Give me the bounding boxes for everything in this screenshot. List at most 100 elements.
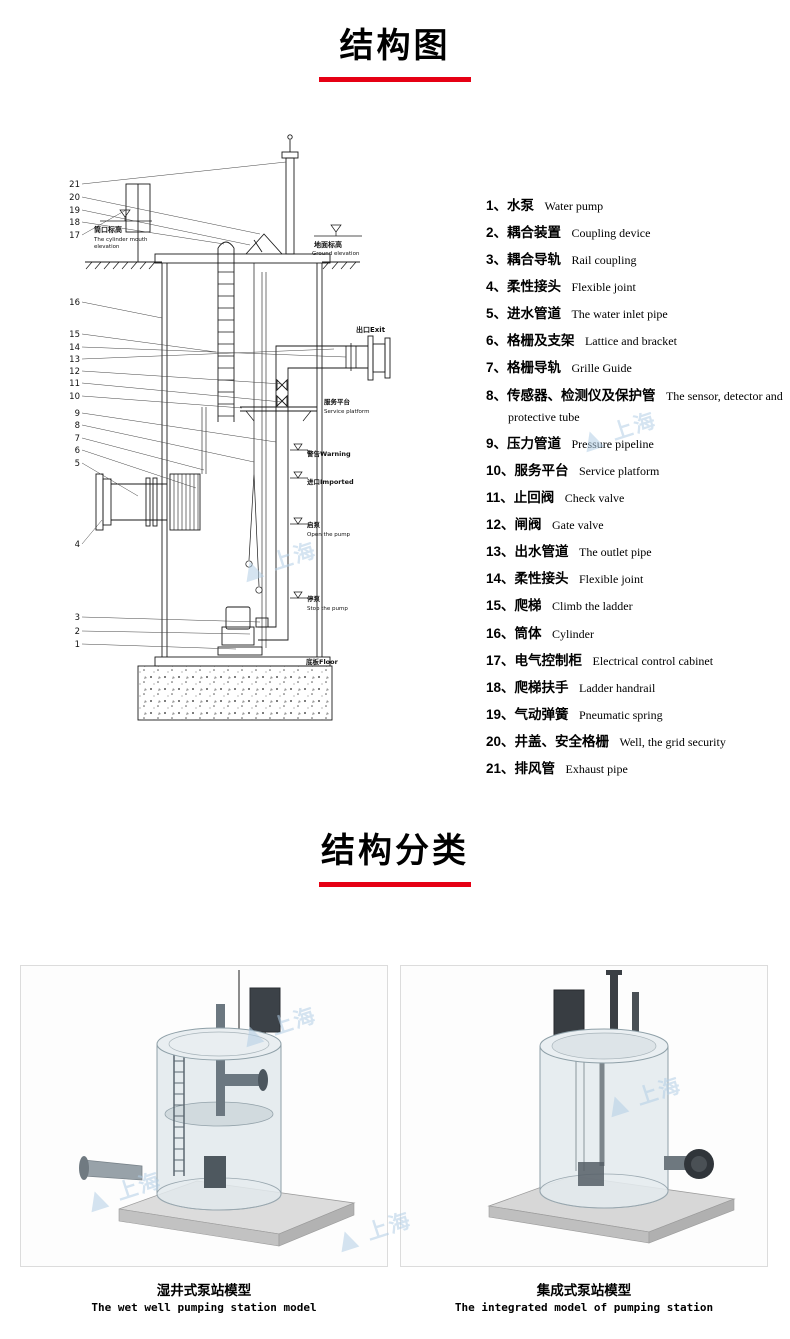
callout-9: 9 bbox=[75, 409, 80, 419]
legend-item-zh: 13、出水管道 bbox=[486, 544, 569, 560]
legend-item: 14、柔性接头 Flexible joint bbox=[486, 568, 786, 589]
legend-item-zh: 19、气动弹簧 bbox=[486, 706, 569, 722]
legend-item: 5、进水管道 The water inlet pipe bbox=[486, 303, 786, 324]
inlet-piping bbox=[95, 473, 167, 531]
legend-item-zh: 1、水泵 bbox=[486, 197, 535, 213]
ann-imported: 进口Imported bbox=[307, 477, 354, 486]
legend-item-en: Well, the grid security bbox=[619, 734, 726, 749]
models-row: 湿井式泵站模型 The wet well pumping station mod… bbox=[0, 965, 790, 1314]
legend-item: 20、井盖、安全格栅 Well, the grid security bbox=[486, 731, 786, 752]
legend-item-zh: 17、电气控制柜 bbox=[486, 652, 583, 668]
legend-item-en: Lattice and bracket bbox=[584, 334, 677, 349]
legend-item-zh: 15、爬梯 bbox=[486, 598, 542, 614]
integrated-model-image bbox=[400, 965, 768, 1267]
pump-station-diagram: 21 20 19 18 17 16 15 14 13 12 11 10 9 8 … bbox=[69, 134, 391, 721]
integrated-model-render bbox=[487, 970, 736, 1244]
callout-2: 2 bbox=[75, 627, 80, 637]
legend-item-en: Check valve bbox=[564, 491, 625, 505]
legend-item-en: Grille Guide bbox=[571, 361, 632, 376]
ladder bbox=[217, 241, 235, 422]
ann-stop-zh: 停泵 bbox=[307, 594, 321, 603]
section-structure: 结构图 bbox=[0, 26, 790, 785]
guide-rails bbox=[261, 271, 267, 648]
legend-item: 3、耦合导轨 Rail coupling bbox=[486, 249, 786, 270]
ann-start-zh: 启泵 bbox=[307, 520, 321, 529]
wet-well-caption-en: The wet well pumping station model bbox=[91, 1301, 317, 1314]
legend-item-zh: 9、压力管道 bbox=[486, 435, 562, 451]
ann-platform-en: Service platform bbox=[324, 409, 369, 415]
outlet-piping bbox=[258, 335, 391, 641]
ann-start-en: Open the pump bbox=[307, 532, 351, 538]
callout-15: 15 bbox=[69, 330, 80, 340]
legend-item: 21、排风管 Exhaust pipe bbox=[486, 758, 786, 779]
legend-item-en: The water inlet pipe bbox=[571, 307, 668, 322]
legend-item-zh: 6、格栅及支架 bbox=[486, 333, 575, 349]
grille-basket bbox=[169, 406, 207, 531]
callout-20: 20 bbox=[69, 193, 80, 203]
callout-16: 16 bbox=[69, 298, 80, 308]
service-platform bbox=[240, 406, 317, 422]
legend-item-en: Climb the ladder bbox=[551, 599, 633, 614]
electrical-cabinet bbox=[125, 183, 151, 262]
legend-item: 13、出水管道 The outlet pipe bbox=[486, 541, 786, 562]
legend-item: 12、闸阀 Gate valve bbox=[486, 514, 786, 535]
classification-title: 结构分类 bbox=[321, 832, 469, 871]
callout-14: 14 bbox=[69, 343, 80, 353]
legend-item-zh: 12、闸阀 bbox=[486, 517, 542, 533]
ann-ground-en: Ground elevation bbox=[312, 251, 360, 257]
legend-item: 10、服务平台 Service platform bbox=[486, 460, 786, 481]
callout-leader-lines bbox=[81, 161, 347, 650]
legend-item-zh: 4、柔性接头 bbox=[486, 279, 562, 295]
exhaust-pipe bbox=[281, 134, 299, 255]
ann-stop-en: Stop the pump bbox=[307, 606, 348, 612]
wet-well-model-image bbox=[20, 965, 388, 1267]
legend-item-en: Exhaust pipe bbox=[565, 762, 628, 777]
wet-well-caption-zh: 湿井式泵站模型 bbox=[156, 1283, 252, 1298]
callout-12: 12 bbox=[69, 367, 80, 377]
callout-18: 18 bbox=[69, 218, 80, 228]
legend-item: 2、耦合装置 Coupling device bbox=[486, 222, 786, 243]
callout-numbers: 21 20 19 18 17 16 15 14 13 12 11 10 9 8 … bbox=[69, 180, 80, 650]
legend-item-en: Pneumatic spring bbox=[578, 707, 663, 722]
legend-item: 9、压力管道 Pressure pipeline bbox=[486, 433, 786, 454]
legend-item-en: Cylinder bbox=[551, 626, 594, 641]
legend-item-zh: 3、耦合导轨 bbox=[486, 252, 562, 268]
callout-5: 5 bbox=[75, 459, 80, 469]
legend-item: 19、气动弹簧 Pneumatic spring bbox=[486, 704, 786, 725]
callout-6: 6 bbox=[75, 446, 80, 456]
foundation-block bbox=[137, 665, 333, 721]
integrated-model-figure: 集成式泵站模型 The integrated model of pumping … bbox=[400, 965, 768, 1314]
legend-item-zh: 16、筒体 bbox=[486, 625, 542, 641]
legend-item-zh: 18、爬梯扶手 bbox=[486, 679, 569, 695]
level-symbols bbox=[100, 209, 362, 599]
callout-8: 8 bbox=[75, 421, 80, 431]
callout-10: 10 bbox=[69, 392, 80, 402]
ann-warning: 警告Warning bbox=[307, 449, 351, 458]
wet-well-model-render bbox=[79, 970, 356, 1247]
legend-item-zh: 11、止回阀 bbox=[486, 490, 555, 505]
callout-19: 19 bbox=[69, 206, 80, 216]
callout-21: 21 bbox=[69, 180, 80, 190]
legend-item-en: Electrical control cabinet bbox=[592, 653, 714, 668]
ann-mouth-zh: 筒口标高 bbox=[94, 225, 122, 234]
callout-4: 4 bbox=[75, 540, 80, 550]
legend-item-en: Coupling device bbox=[571, 225, 651, 240]
legend-item: 6、格栅及支架 Lattice and bracket bbox=[486, 330, 786, 351]
legend-item-en: Gate valve bbox=[551, 518, 604, 533]
ann-mouth-en1: The cylinder mouth bbox=[93, 237, 148, 243]
callout-3: 3 bbox=[75, 613, 80, 623]
legend-item: 7、格栅导轨 Grille Guide bbox=[486, 357, 786, 378]
legend-item: 8、传感器、检测仪及保护管 The sensor, detector and p… bbox=[486, 385, 786, 427]
legend-item-en: Water pump bbox=[544, 198, 604, 213]
legend-item: 17、电气控制柜 Electrical control cabinet bbox=[486, 650, 786, 671]
callout-1: 1 bbox=[75, 640, 80, 650]
ann-ground-zh: 地面标高 bbox=[314, 240, 342, 249]
wet-well-model-figure: 湿井式泵站模型 The wet well pumping station mod… bbox=[20, 965, 388, 1314]
legend-item-en: The outlet pipe bbox=[578, 545, 652, 560]
submersible-pump bbox=[217, 606, 269, 656]
legend-item: 4、柔性接头 Flexible joint bbox=[486, 276, 786, 297]
integrated-caption-en: The integrated model of pumping station bbox=[454, 1301, 714, 1314]
legend-item-en: Ladder handrail bbox=[578, 680, 656, 695]
legend-item-zh: 7、格栅导轨 bbox=[486, 360, 562, 376]
